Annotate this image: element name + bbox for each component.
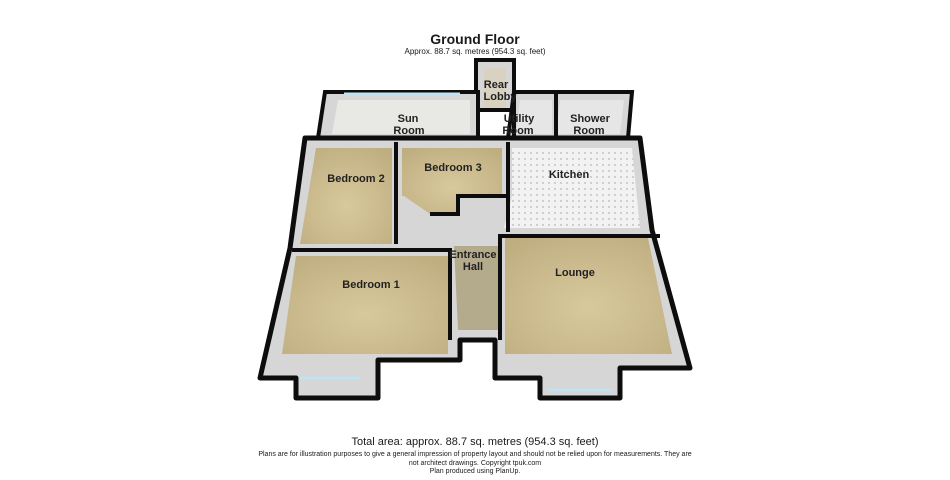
label-lounge: Lounge <box>555 267 595 279</box>
label-shower-room-1: Shower <box>570 113 610 125</box>
label-entrance-hall-1: Entrance <box>449 249 496 261</box>
total-area: Total area: approx. 88.7 sq. metres (954… <box>351 436 599 448</box>
label-sun-room-2: Room <box>393 125 424 137</box>
plan-title: Ground Floor <box>430 31 520 47</box>
label-bedroom-3: Bedroom 3 <box>424 162 481 174</box>
room-labels: Rear Lobby Sun Room Utility Room Shower … <box>327 79 610 291</box>
label-sun-room-1: Sun <box>398 113 419 125</box>
label-utility-room-1: Utility <box>504 113 535 125</box>
label-rear-lobby-1: Rear <box>484 79 509 91</box>
label-shower-room-2: Room <box>573 125 604 137</box>
disclaimer-line-2: not architect drawings. Copyright tpuk.c… <box>408 459 542 467</box>
label-bedroom-2: Bedroom 2 <box>327 173 384 185</box>
plan-subtitle: Approx. 88.7 sq. metres (954.3 sq. feet) <box>404 47 546 56</box>
label-utility-room-2: Room <box>502 125 533 137</box>
disclaimer-line-1: Plans are for illustration purposes to g… <box>258 451 692 458</box>
disclaimer-line-3: Plan produced using PlanUp. <box>429 468 521 475</box>
windows <box>300 92 612 392</box>
label-entrance-hall-2: Hall <box>463 261 483 273</box>
floors <box>282 68 672 354</box>
label-kitchen: Kitchen <box>549 169 590 181</box>
label-rear-lobby-2: Lobby <box>484 91 518 103</box>
interior-walls <box>292 94 660 340</box>
label-bedroom-1: Bedroom 1 <box>342 279 399 291</box>
disclaimer: Plans are for illustration purposes to g… <box>0 451 950 477</box>
